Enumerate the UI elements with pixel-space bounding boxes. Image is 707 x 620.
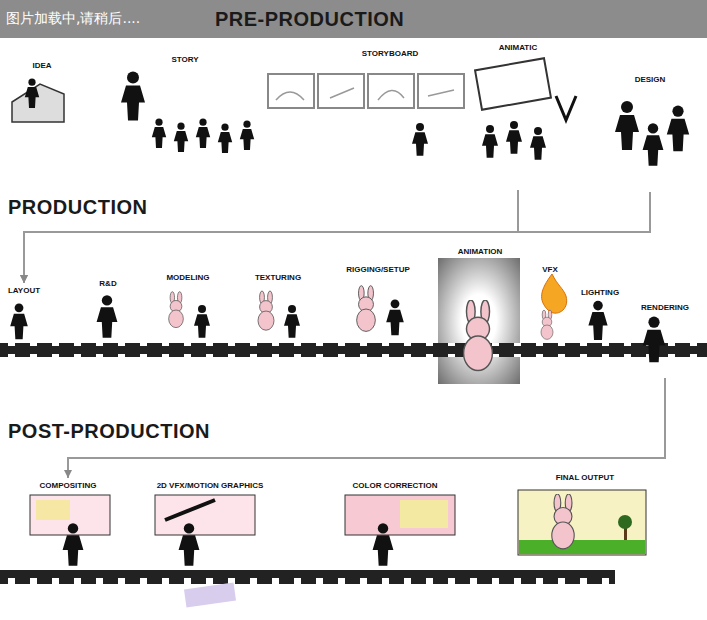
audience <box>174 123 188 152</box>
stage-label: RENDERING <box>630 303 700 313</box>
paper <box>184 583 236 608</box>
audience <box>196 119 210 148</box>
stage-label: COLOR CORRECTION <box>337 481 453 491</box>
stage-label: ANIMATIC <box>480 43 556 53</box>
designer <box>643 123 664 165</box>
brush <box>165 500 215 520</box>
figure <box>530 127 546 160</box>
figure <box>482 125 498 158</box>
section-heading: PRE-PRODUCTION <box>215 8 404 31</box>
stage-figure: LIGHTING <box>575 285 625 343</box>
figure <box>194 305 210 338</box>
animatic-screen <box>475 58 551 110</box>
stage-label: DESIGN <box>602 75 698 85</box>
stage-label: IDEA <box>14 61 70 71</box>
figure <box>588 301 607 340</box>
figure <box>179 523 200 565</box>
bunny-model <box>357 286 376 332</box>
screen <box>345 495 455 535</box>
storyboard-frame <box>318 74 364 108</box>
stage-label: MODELING <box>162 273 214 283</box>
stage-label: ANIMATION <box>442 247 518 257</box>
stage-label: TEXTURING <box>250 273 306 283</box>
raised-arms <box>556 96 576 120</box>
stage-label: LIGHTING <box>577 288 623 298</box>
designer <box>615 101 639 150</box>
stage-figure: LAYOUT <box>2 283 46 343</box>
figure <box>643 317 665 363</box>
screen-content <box>400 500 448 528</box>
stage-figure: STORY <box>120 52 250 162</box>
bunny-model <box>464 300 493 371</box>
figure <box>373 523 394 565</box>
stage-label: STORYBOARD <box>332 49 448 59</box>
film-strip <box>0 570 615 584</box>
figure <box>25 79 39 108</box>
stage-label: STORY <box>122 55 248 65</box>
figure <box>284 305 300 338</box>
stage-figure: TEXTURING <box>248 270 308 343</box>
figure <box>412 123 428 156</box>
stage-figure: COLOR CORRECTION <box>335 478 455 563</box>
stage-figure: IDEA <box>12 58 72 133</box>
animation-panel <box>438 258 520 384</box>
figure <box>97 295 118 337</box>
figure <box>63 523 84 565</box>
section-heading: PRODUCTION <box>8 196 147 219</box>
audience <box>240 121 254 150</box>
bunny-model <box>258 291 274 330</box>
bed <box>12 84 64 122</box>
audience <box>152 119 166 148</box>
screen-content <box>36 500 70 520</box>
stage-label: COMPOSITING <box>30 481 106 491</box>
stage-label: VFX <box>532 265 568 275</box>
grass <box>519 540 645 554</box>
figure <box>386 299 404 335</box>
stage-figure: R&D <box>88 276 128 343</box>
stage-label: R&D <box>90 279 126 289</box>
designer <box>667 106 689 152</box>
stage-label: RIGGING/SETUP <box>340 265 416 275</box>
stage-figure: DESIGN <box>600 72 700 192</box>
stage-figure: COMPOSITING <box>28 478 108 563</box>
bunny-model <box>169 292 184 328</box>
stage-figure: MODELING <box>160 270 216 343</box>
audience <box>218 124 232 153</box>
final-frame <box>518 490 646 555</box>
loading-notice: 图片加载中,请稍后.... <box>6 10 140 28</box>
sketch <box>276 88 454 100</box>
stage-figure: RENDERING <box>628 300 702 378</box>
stage-figure: ANIMATION <box>440 244 520 344</box>
film-strip <box>0 343 707 357</box>
stage-figure: STORYBOARD <box>330 46 450 121</box>
bunny-model <box>541 310 553 339</box>
stage-label: LAYOUT <box>4 286 44 296</box>
flame <box>542 274 567 313</box>
screen <box>155 495 255 535</box>
stage-label: 2D VFX/MOTION GRAPHICS <box>142 481 278 491</box>
figure <box>10 303 28 339</box>
storyboard-frame <box>418 74 464 108</box>
stage-figure: VFX <box>530 262 570 342</box>
storyteller <box>121 72 145 121</box>
stage-figure: RIGGING/SETUP <box>338 262 418 343</box>
storyboard-frame <box>268 74 314 108</box>
bunny-model <box>552 494 574 549</box>
stage-figure: ANIMATIC <box>478 40 558 190</box>
tree-crown <box>618 515 632 529</box>
stage-figure: 2D VFX/MOTION GRAPHICS <box>140 478 280 563</box>
figure <box>506 121 522 154</box>
stage-figure: FINAL OUTPUT <box>520 470 650 560</box>
section-heading: POST-PRODUCTION <box>8 420 210 443</box>
stage-label: FINAL OUTPUT <box>522 473 648 483</box>
